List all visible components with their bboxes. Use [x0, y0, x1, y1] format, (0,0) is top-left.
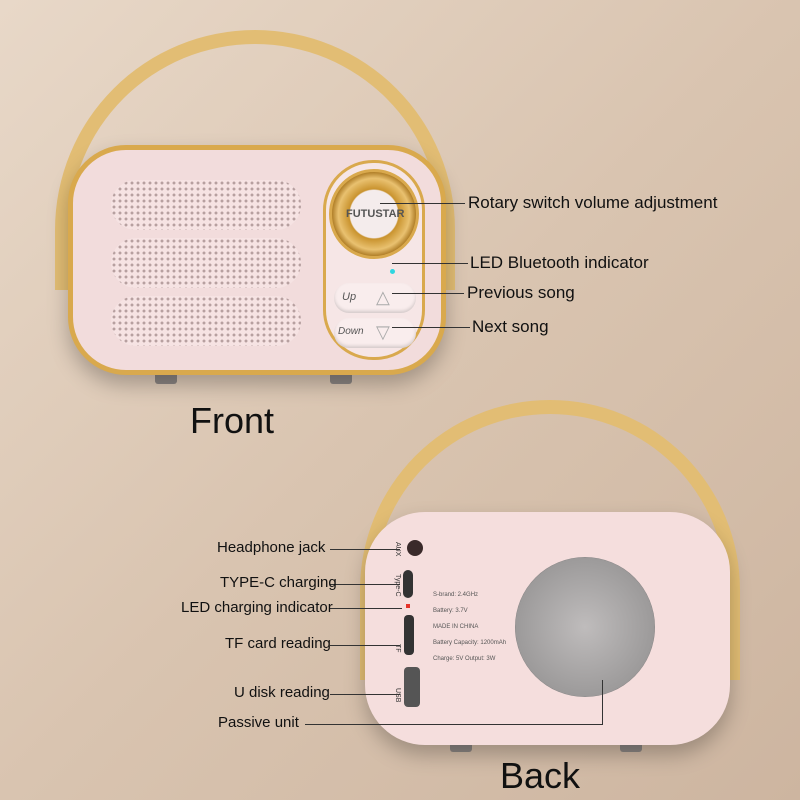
front-radio-body: FUTUSTAR Up △ Down ▽	[68, 145, 446, 375]
callout-line	[380, 203, 465, 204]
next-song-button[interactable]: Down ▽	[334, 318, 416, 348]
callout-previous: Previous song	[467, 283, 575, 302]
callout-line	[330, 608, 402, 609]
previous-song-button[interactable]: Up △	[334, 283, 416, 313]
usb-port[interactable]	[404, 667, 420, 707]
up-label: Up	[342, 291, 357, 303]
down-label: Down	[338, 326, 364, 337]
callout-line	[330, 645, 400, 646]
back-radio-body: AUX Type-C TF USB S-brand: 2.4GHz Batter…	[365, 512, 730, 745]
volume-knob[interactable]: FUTUSTAR	[329, 169, 419, 259]
callout-next: Next song	[472, 317, 549, 336]
callout-passive: Passive unit	[218, 714, 299, 731]
passive-radiator	[515, 557, 655, 697]
callout-tf-card: TF card reading	[225, 635, 331, 652]
tf-card-slot[interactable]	[404, 615, 414, 655]
aux-jack[interactable]	[407, 540, 423, 556]
type-c-port[interactable]	[403, 570, 413, 598]
callout-line	[392, 293, 464, 294]
back-title: Back	[500, 755, 581, 796]
spec-text: S-brand: 2.4GHz	[433, 592, 479, 598]
callout-line	[330, 694, 400, 695]
speaker-grille	[111, 296, 301, 346]
spec-text: Charge: 5V Output: 3W	[433, 656, 496, 662]
callout-rotary: Rotary switch volume adjustment	[468, 193, 718, 212]
spec-text: MADE IN CHINA	[433, 624, 479, 630]
front-foot	[330, 372, 352, 384]
callout-line	[305, 724, 603, 725]
charging-led	[406, 604, 410, 608]
speaker-grille	[111, 180, 301, 230]
callout-charging-led: LED charging indicator	[181, 599, 333, 616]
speaker-grille	[111, 238, 301, 288]
front-title: Front	[190, 400, 275, 441]
callout-u-disk: U disk reading	[234, 684, 330, 701]
usb-label: USB	[394, 688, 401, 703]
brand-logo: FUTUSTAR	[346, 208, 405, 220]
bluetooth-led	[390, 269, 395, 274]
front-foot	[155, 372, 177, 384]
callout-headphone: Headphone jack	[217, 539, 326, 556]
triangle-down-icon: ▽	[376, 322, 390, 342]
callout-line	[392, 263, 468, 264]
callout-line	[330, 549, 400, 550]
spec-text: Battery Capacity: 1200mAh	[433, 640, 507, 646]
type-c-label: Type-C	[394, 574, 401, 597]
spec-text: Battery: 3.7V	[433, 608, 468, 614]
callout-line	[392, 327, 470, 328]
callout-line	[330, 584, 400, 585]
triangle-up-icon: △	[376, 287, 390, 307]
callout-led-bluetooth: LED Bluetooth indicator	[470, 253, 649, 272]
control-panel: FUTUSTAR Up △ Down ▽	[323, 160, 425, 360]
callout-line	[602, 680, 603, 724]
callout-type-c: TYPE-C charging	[220, 574, 337, 591]
